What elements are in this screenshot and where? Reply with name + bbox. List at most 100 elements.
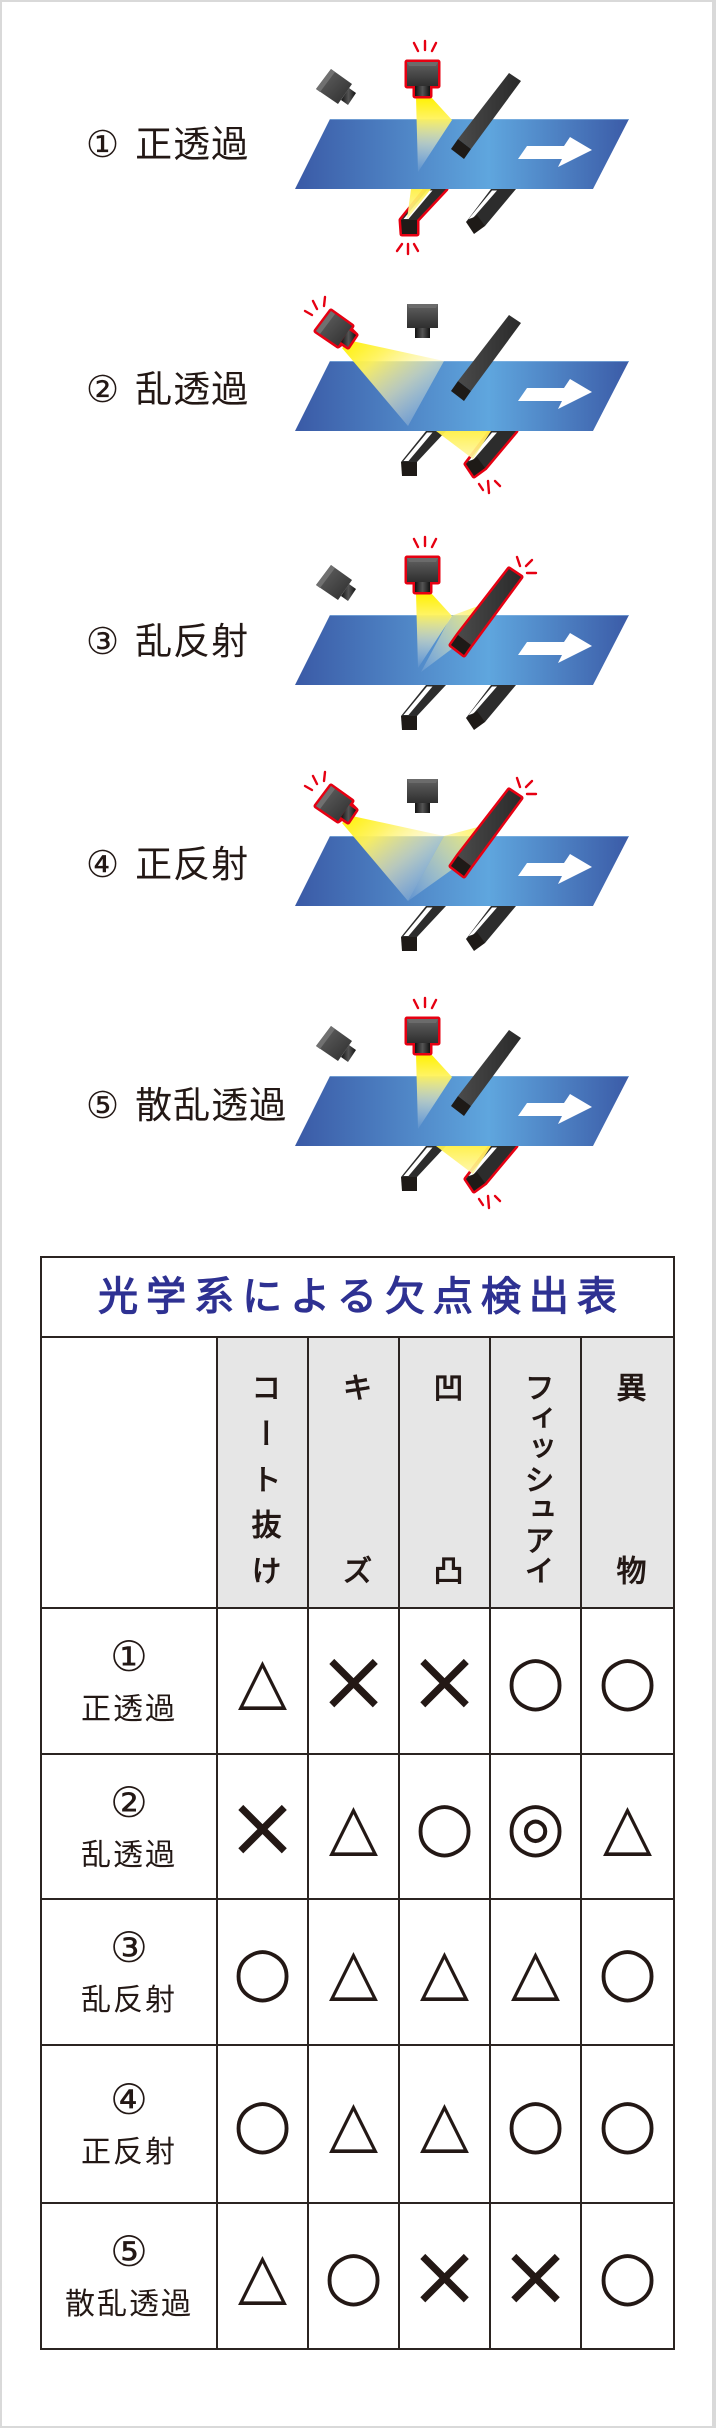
header-char: イ: [518, 1555, 554, 1585]
rating-symbol: △: [237, 1644, 288, 1718]
light-bar-icon: [466, 685, 516, 730]
header-char: 異: [610, 1372, 646, 1402]
inspection-diagram: [294, 770, 630, 951]
sparkle-icon: [303, 770, 327, 792]
scene-method-name: 正反射: [135, 843, 250, 886]
rating-symbol: △: [510, 1935, 561, 2009]
column-header-foreign-matter: 異物: [582, 1338, 673, 1607]
camera-state: [294, 770, 630, 951]
column-header-label: コート抜け: [245, 1372, 281, 1585]
rating-cell: ○: [218, 2046, 307, 2202]
scene-number: ④: [86, 843, 120, 886]
header-char: ト: [245, 1463, 281, 1494]
rating-cell: △: [309, 2046, 398, 2202]
camera-icon: [407, 1019, 438, 1053]
rating-symbol: △: [602, 1789, 653, 1864]
sparkle-icon: [412, 39, 438, 53]
rating-cell: ○: [582, 2204, 673, 2348]
row-header: ④ 正反射: [42, 2046, 216, 2202]
rating-symbol: ○: [597, 1932, 658, 2011]
sparkle-icon: [303, 295, 327, 317]
column-header-label: 異物: [610, 1372, 646, 1585]
scene-method-name: 散乱透過: [135, 1084, 288, 1127]
camera-state: [294, 535, 630, 730]
header-char: 物: [610, 1555, 646, 1585]
inspection-diagram: [294, 39, 630, 256]
rating-cell: ○: [582, 1900, 673, 2044]
header-char: キ: [336, 1372, 372, 1402]
camera-icon: [316, 69, 356, 105]
camera-icon: [407, 304, 438, 338]
rating-cell: △: [400, 2046, 489, 2202]
rating-symbol: ○: [597, 2236, 658, 2315]
row-method-name: 乱反射: [81, 1983, 177, 2018]
rating-cell: ×: [400, 1609, 489, 1753]
rating-symbol: ○: [597, 2084, 658, 2163]
camera-state: [294, 39, 630, 256]
header-char: ア: [518, 1524, 554, 1555]
sparkle-icon: [395, 242, 420, 256]
defect-detection-table: 光学系による欠点検出表 コート抜け キズ 凹凸 フィッシュアイ 異物 ① 正透過…: [40, 1256, 675, 2350]
rating-cell: ○: [491, 2046, 580, 2202]
rating-cell: ○: [400, 1755, 489, 1898]
rating-symbol: ○: [323, 2236, 384, 2315]
rating-symbol: △: [328, 1789, 379, 1864]
rating-symbol: ◎: [505, 1786, 566, 1866]
rating-cell: ◎: [491, 1755, 580, 1898]
header-char: ッ: [518, 1433, 554, 1463]
camera-icon: [407, 62, 438, 96]
light-state: [294, 295, 630, 495]
inspection-diagram: [294, 295, 630, 495]
header-char: 凸: [427, 1555, 463, 1585]
header-char: 抜: [245, 1509, 281, 1540]
rating-cell: ×: [218, 1755, 307, 1898]
rating-cell: ×: [400, 2204, 489, 2348]
header-char: ズ: [336, 1555, 372, 1585]
scene-label: ② 乱透過: [86, 367, 249, 413]
header-char: ュ: [518, 1494, 554, 1524]
scene-number: ②: [86, 368, 120, 411]
header-char: ィ: [518, 1402, 554, 1433]
scene-method-name: 正透過: [135, 123, 250, 166]
camera-icon: [407, 779, 438, 813]
row-number: ①: [110, 1632, 148, 1681]
row-method-name: 乱透過: [81, 1837, 177, 1873]
header-char: フ: [518, 1372, 554, 1402]
rating-cell: △: [491, 1900, 580, 2044]
column-header-scratch: キズ: [309, 1338, 398, 1607]
header-char: け: [245, 1555, 281, 1585]
rating-symbol: △: [237, 2239, 288, 2313]
header-char: コ: [245, 1372, 281, 1402]
rating-symbol: ×: [408, 2226, 481, 2326]
scene-number: ⑤: [86, 1084, 120, 1127]
scene-number: ③: [86, 620, 120, 663]
column-header-unevenness: 凹凸: [400, 1338, 489, 1607]
rating-symbol: ×: [408, 1631, 481, 1731]
camera-icon: [316, 565, 356, 601]
header-char: シ: [518, 1463, 554, 1494]
sparkle-icon: [412, 996, 438, 1010]
rating-cell: △: [218, 1609, 307, 1753]
sparkle-icon: [412, 535, 438, 549]
row-header: ⑤ 散乱透過: [42, 2204, 216, 2348]
light-bar-icon: [466, 189, 516, 234]
sparkle-icon: [515, 776, 538, 796]
rating-symbol: ○: [414, 1786, 475, 1866]
rating-cell: △: [400, 1900, 489, 2044]
inspection-diagram: [294, 535, 630, 730]
column-header-label: 凹凸: [427, 1372, 463, 1585]
light-state: [294, 996, 630, 1210]
rating-symbol: ○: [597, 1641, 658, 1720]
rating-cell: △: [309, 1755, 398, 1898]
scene-label: ④ 正反射: [86, 842, 249, 888]
camera-state: [294, 996, 630, 1210]
sparkle-icon: [477, 479, 502, 495]
light-bar-icon: [401, 431, 446, 476]
header-char: 凹: [427, 1372, 463, 1402]
scene-method-name: 乱透過: [135, 368, 250, 411]
scene-label: ⑤ 散乱透過: [86, 1083, 287, 1129]
light-bar-icon: [466, 906, 516, 951]
